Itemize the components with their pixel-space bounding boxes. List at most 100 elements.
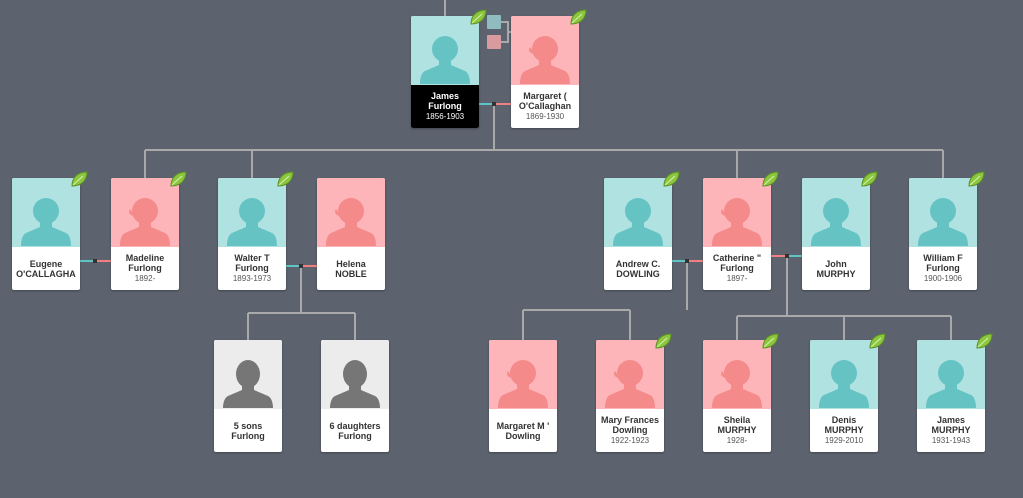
profile-photo (317, 178, 385, 247)
person-dates: 1893-1973 (232, 274, 272, 283)
person-info: John MURPHY (802, 247, 870, 290)
person-name: James (936, 415, 966, 425)
profile-photo (703, 178, 771, 247)
person-name: Catherine " (712, 253, 762, 263)
leaf-hint-icon[interactable] (868, 332, 886, 350)
leaf-hint-icon[interactable] (276, 170, 294, 188)
profile-photo (321, 340, 389, 409)
person-info: Catherine " Furlong 1897- (703, 247, 771, 290)
person-name: Sheila (723, 415, 751, 425)
person-card-william[interactable]: William F Furlong 1900-1906 (909, 171, 985, 290)
profile-photo (218, 178, 286, 247)
person-dates: 1869-1930 (525, 112, 565, 121)
person-info: 6 daughters Furlong (321, 409, 389, 452)
person-surname: MURPHY (931, 425, 971, 435)
person-name: 5 sons (233, 420, 263, 431)
silhouette-icon (227, 198, 277, 246)
person-info: James MURPHY 1931-1943 (917, 409, 985, 452)
silhouette-icon (819, 360, 869, 408)
person-surname: Furlong (338, 430, 372, 441)
leaf-hint-icon[interactable] (761, 332, 779, 350)
silhouette-icon (712, 198, 762, 246)
person-name: Denis (831, 415, 857, 425)
profile-photo (604, 178, 672, 247)
person-card-john[interactable]: John MURPHY (802, 171, 878, 290)
person-card-margaretm[interactable]: Margaret M ' Dowling (489, 340, 557, 452)
leaf-hint-icon[interactable] (975, 332, 993, 350)
person-card-helena[interactable]: Helena NOBLE (317, 178, 385, 290)
leaf-hint-icon[interactable] (70, 170, 88, 188)
person-card-daughters[interactable]: 6 daughters Furlong (321, 340, 389, 452)
person-info: 5 sons Furlong (214, 409, 282, 452)
person-name: Eugene (29, 258, 63, 269)
person-card-james[interactable]: James Furlong 1856-1903 (411, 9, 487, 128)
profile-photo (802, 178, 870, 247)
person-dates: 1929-2010 (824, 436, 864, 445)
silhouette-icon (498, 360, 548, 408)
person-surname: MURPHY (824, 425, 864, 435)
parents-female-icon[interactable] (487, 35, 501, 49)
silhouette-icon (811, 198, 861, 246)
person-card-eugene[interactable]: Eugene O'CALLAGHA (12, 171, 88, 290)
person-surname: Dowling (612, 425, 648, 435)
person-info: Helena NOBLE (317, 247, 385, 290)
profile-photo (810, 340, 878, 409)
silhouette-icon (330, 360, 380, 408)
person-name: Mary Frances (600, 415, 660, 425)
person-card-sons[interactable]: 5 sons Furlong (214, 340, 282, 452)
person-card-walter[interactable]: Walter T Furlong 1893-1973 (218, 171, 294, 290)
person-surname: Furlong (720, 263, 754, 273)
person-name: John (825, 258, 847, 269)
person-surname: Furlong (235, 263, 269, 273)
person-info: Walter T Furlong 1893-1973 (218, 247, 286, 290)
person-name: William F (923, 253, 963, 263)
person-surname: DOWLING (616, 268, 660, 279)
person-name: Margaret ( (523, 91, 567, 101)
person-info: Andrew C. DOWLING (604, 247, 672, 290)
person-dates: 1922-1923 (610, 436, 650, 445)
profile-photo (12, 178, 80, 247)
person-surname: Furlong (428, 101, 462, 111)
leaf-hint-icon[interactable] (169, 170, 187, 188)
person-name: Walter T (234, 253, 270, 263)
person-info: James Furlong 1856-1903 (411, 85, 479, 128)
profile-photo (511, 16, 579, 85)
person-card-jamesm[interactable]: James MURPHY 1931-1943 (917, 333, 993, 452)
person-surname: NOBLE (335, 268, 367, 279)
person-name: 6 daughters (329, 420, 381, 431)
person-info: Margaret ( O'Callaghan 1869-1930 (511, 85, 579, 128)
profile-photo (703, 340, 771, 409)
silhouette-icon (223, 360, 273, 408)
person-card-denis[interactable]: Denis MURPHY 1929-2010 (810, 333, 886, 452)
silhouette-icon (605, 360, 655, 408)
person-dates: 1892- (134, 274, 156, 283)
person-info: Madeline Furlong 1892- (111, 247, 179, 290)
person-card-maryfrances[interactable]: Mary Frances Dowling 1922-1923 (596, 333, 672, 452)
leaf-hint-icon[interactable] (569, 8, 587, 26)
silhouette-icon (21, 198, 71, 246)
person-surname: MURPHY (816, 268, 856, 279)
person-card-andrew[interactable]: Andrew C. DOWLING (604, 171, 680, 290)
leaf-hint-icon[interactable] (967, 170, 985, 188)
leaf-hint-icon[interactable] (469, 8, 487, 26)
person-card-catherine[interactable]: Catherine " Furlong 1897- (703, 171, 779, 290)
person-card-madeline[interactable]: Madeline Furlong 1892- (111, 171, 187, 290)
silhouette-icon (712, 360, 762, 408)
person-name: Helena (336, 258, 366, 269)
parents-male-icon[interactable] (487, 15, 501, 29)
person-surname: Furlong (231, 430, 265, 441)
person-info: Eugene O'CALLAGHA (12, 247, 80, 290)
person-info: William F Furlong 1900-1906 (909, 247, 977, 290)
leaf-hint-icon[interactable] (860, 170, 878, 188)
person-info: Sheila MURPHY 1928- (703, 409, 771, 452)
silhouette-icon (926, 360, 976, 408)
leaf-hint-icon[interactable] (761, 170, 779, 188)
leaf-hint-icon[interactable] (662, 170, 680, 188)
leaf-hint-icon[interactable] (654, 332, 672, 350)
person-dates: 1900-1906 (923, 274, 963, 283)
person-card-sheila[interactable]: Sheila MURPHY 1928- (703, 333, 779, 452)
silhouette-icon (613, 198, 663, 246)
person-card-margaret[interactable]: Margaret ( O'Callaghan 1869-1930 (511, 9, 587, 128)
person-surname: Dowling (505, 430, 541, 441)
